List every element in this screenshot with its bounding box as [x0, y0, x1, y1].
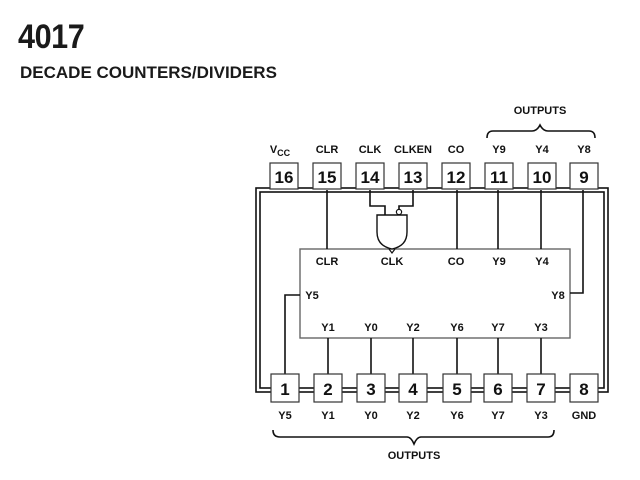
pin-label: Y3 [534, 410, 547, 422]
inverter-bubble [395, 208, 403, 216]
part-number-title: 4017 [18, 18, 85, 56]
pin-14[interactable]: 14 [355, 162, 385, 190]
pin-number: 10 [533, 168, 552, 187]
bottom-wires [284, 294, 542, 378]
pin-label: Y8 [577, 144, 590, 156]
package-outline [255, 187, 609, 393]
pin-4[interactable]: 4 [398, 373, 428, 403]
pin-number: 8 [579, 380, 588, 399]
pin-13[interactable]: 13 [398, 162, 428, 190]
part-description: DECADE COUNTERS/DIVIDERS [20, 63, 277, 82]
pin-label-vcc: VCC [270, 144, 291, 158]
bottom-outputs-brace: OUTPUTS [272, 429, 555, 462]
pin-label: Y2 [406, 410, 419, 422]
top-outputs-brace: OUTPUTS [486, 105, 596, 139]
pin-8[interactable]: 8 [569, 373, 599, 403]
pin-number: 6 [493, 380, 502, 399]
inner-label: Y4 [535, 256, 549, 268]
inner-label: Y6 [450, 322, 463, 334]
inner-label: Y9 [492, 256, 505, 268]
pin-1[interactable]: 1 [270, 373, 300, 403]
pin-2[interactable]: 2 [313, 373, 343, 403]
inner-label: CLR [316, 256, 339, 268]
pin-12[interactable]: 12 [441, 162, 471, 190]
pin-16[interactable]: 16 [269, 162, 299, 190]
pin-label: CLK [359, 144, 382, 156]
and-gate [376, 208, 408, 254]
pin-label: GND [572, 410, 597, 422]
pin-label: Y1 [321, 410, 334, 422]
pin-number: 11 [490, 168, 508, 187]
pin-6[interactable]: 6 [483, 373, 513, 403]
pin-number: 2 [323, 380, 332, 399]
pin-number: 4 [408, 380, 418, 399]
pin-label: Y5 [278, 410, 291, 422]
pin-7[interactable]: 7 [526, 373, 556, 403]
top-pin-row: 16 15 14 13 12 11 10 9 [269, 162, 599, 190]
pin-3[interactable]: 3 [356, 373, 386, 403]
inner-label: Y5 [305, 290, 318, 302]
outputs-label-bottom: OUTPUTS [388, 450, 441, 462]
pin-label: Y6 [450, 410, 463, 422]
pin-label: Y9 [492, 144, 505, 156]
inner-label: Y1 [321, 322, 334, 334]
counter-block [299, 248, 571, 339]
outputs-label-top: OUTPUTS [514, 105, 567, 117]
inner-label: Y8 [551, 290, 564, 302]
pin-5[interactable]: 5 [442, 373, 472, 403]
pin-number: 15 [318, 168, 337, 187]
pin-label: CLR [316, 144, 339, 156]
top-wires [326, 190, 584, 294]
pin-number: 1 [280, 380, 289, 399]
top-pin-labels: VCC CLR CLK CLKEN CO Y9 Y4 Y8 [270, 144, 591, 158]
inner-label: CLK [381, 256, 404, 268]
inner-labels: CLR CLK CO Y9 Y4 Y5 Y8 Y1 Y0 Y2 Y6 Y7 Y3 [305, 256, 564, 334]
inner-label: Y7 [491, 322, 504, 334]
inner-label: Y0 [364, 322, 377, 334]
inner-label: Y2 [406, 322, 419, 334]
inner-label: Y3 [534, 322, 547, 334]
bottom-pin-row: 1 2 3 4 5 6 7 8 [270, 373, 599, 403]
pin-label: CLKEN [394, 144, 432, 156]
pin-number: 12 [447, 168, 466, 187]
pin-number: 9 [579, 168, 588, 187]
pin-label: Y4 [535, 144, 549, 156]
pin-number: 16 [275, 168, 294, 187]
pin-label: Y7 [491, 410, 504, 422]
pin-10[interactable]: 10 [527, 162, 557, 190]
pin-9[interactable]: 9 [569, 162, 599, 190]
pin-number: 13 [404, 168, 423, 187]
pin-number: 3 [366, 380, 375, 399]
pin-label: Y0 [364, 410, 377, 422]
pin-15[interactable]: 15 [312, 162, 342, 190]
inner-label: CO [448, 256, 465, 268]
bottom-pin-labels: Y5 Y1 Y0 Y2 Y6 Y7 Y3 GND [278, 410, 596, 422]
pin-label: CO [448, 144, 465, 156]
pin-number: 5 [452, 380, 461, 399]
pin-11[interactable]: 11 [484, 162, 514, 190]
pin-number: 14 [361, 168, 380, 187]
pin-number: 7 [536, 380, 545, 399]
